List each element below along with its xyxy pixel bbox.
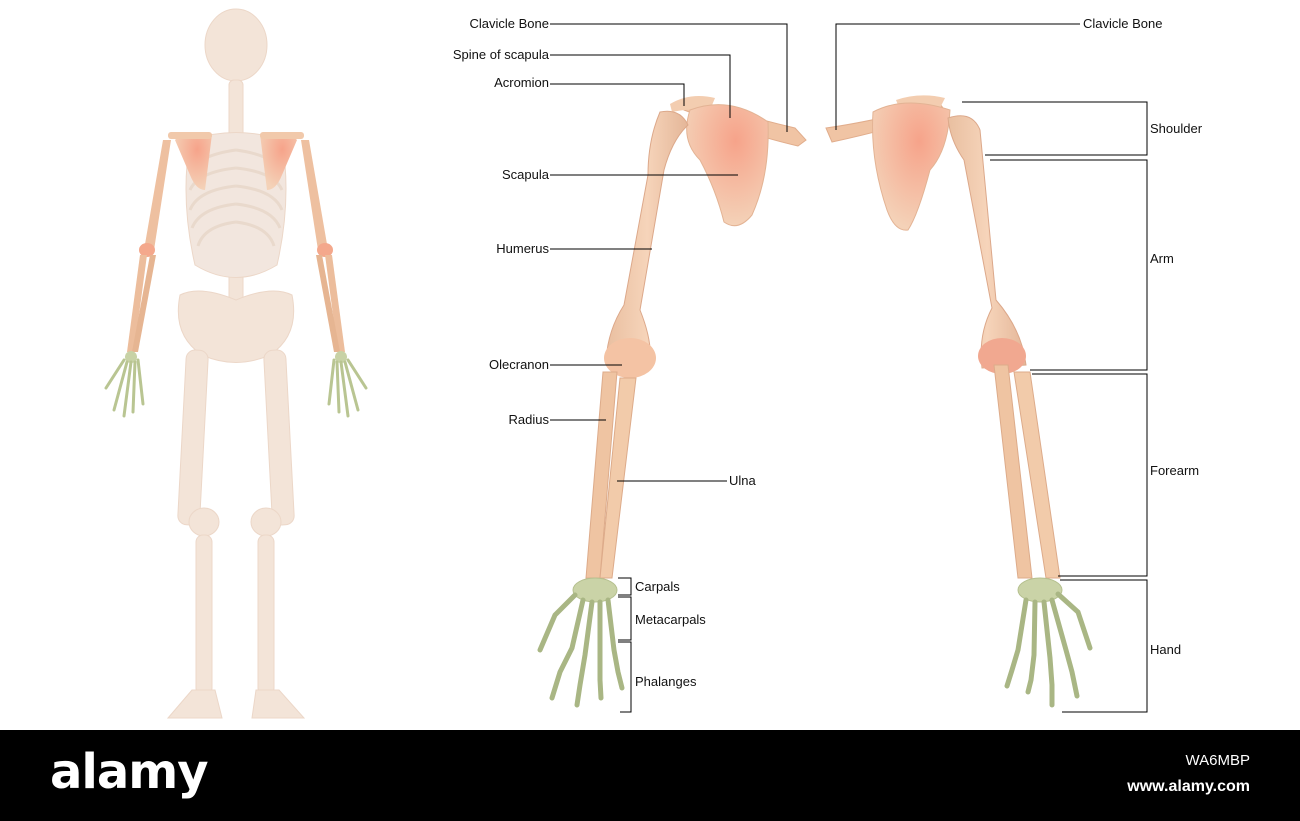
right-hand: [1004, 577, 1093, 708]
label-clavicle-bone-left: Clavicle Bone: [469, 16, 550, 31]
right-arm-detail: [825, 95, 1093, 708]
label-radius: Radius: [508, 412, 549, 427]
left-tibia: [195, 534, 213, 696]
full-skeleton-upper-limbs: [104, 132, 368, 418]
left-foot: [166, 689, 223, 719]
right-humerus: [947, 115, 1027, 369]
label-clavicle-bone-right: Clavicle Bone: [1083, 16, 1163, 31]
right-foot: [251, 689, 306, 719]
label-acromion: Acromion: [494, 75, 549, 90]
right-radius: [1013, 371, 1061, 579]
right-tibia: [257, 534, 275, 696]
label-metacarpals: Metacarpals: [635, 612, 706, 627]
left-femur: [177, 349, 209, 526]
left-elbow: [604, 338, 656, 378]
left-hand: [537, 577, 625, 708]
skeleton-diagram: [104, 8, 1148, 719]
right-femur: [263, 349, 295, 526]
label-olecranon: Olecranon: [489, 357, 549, 372]
label-hand: Hand: [1150, 642, 1182, 657]
skull: [204, 8, 268, 82]
full-skeleton-figure: [166, 8, 306, 719]
label-shoulder: Shoulder: [1150, 121, 1203, 136]
leader-lines-right: [835, 23, 1148, 713]
right-elbow: [978, 338, 1026, 374]
label-carpals: Carpals: [635, 579, 680, 594]
left-arm-detail: [537, 96, 807, 708]
label-phalanges: Phalanges: [635, 674, 697, 689]
leader-lines-left: [550, 23, 788, 713]
label-scapula: Scapula: [502, 167, 549, 182]
label-ulna: Ulna: [729, 473, 756, 488]
right-scapula: [872, 102, 951, 231]
watermark-bar: alamy WA6MBP www.alamy.com: [0, 730, 1300, 821]
label-forearm: Forearm: [1150, 463, 1200, 478]
label-humerus: Humerus: [496, 241, 549, 256]
stock-image-id: WA6MBP: [1185, 752, 1250, 769]
pelvis: [177, 290, 295, 363]
right-ulna: [993, 364, 1033, 579]
left-scapula: [686, 104, 769, 227]
diagram-canvas: Clavicle Bone Spine of scapula Acromion …: [104, 8, 1203, 719]
left-ulna: [599, 377, 637, 579]
alamy-logo: alamy: [50, 744, 209, 800]
left-humerus: [605, 110, 689, 361]
site-url: www.alamy.com: [1127, 778, 1250, 795]
label-spine-of-scapula: Spine of scapula: [452, 47, 549, 62]
label-arm: Arm: [1150, 251, 1174, 266]
